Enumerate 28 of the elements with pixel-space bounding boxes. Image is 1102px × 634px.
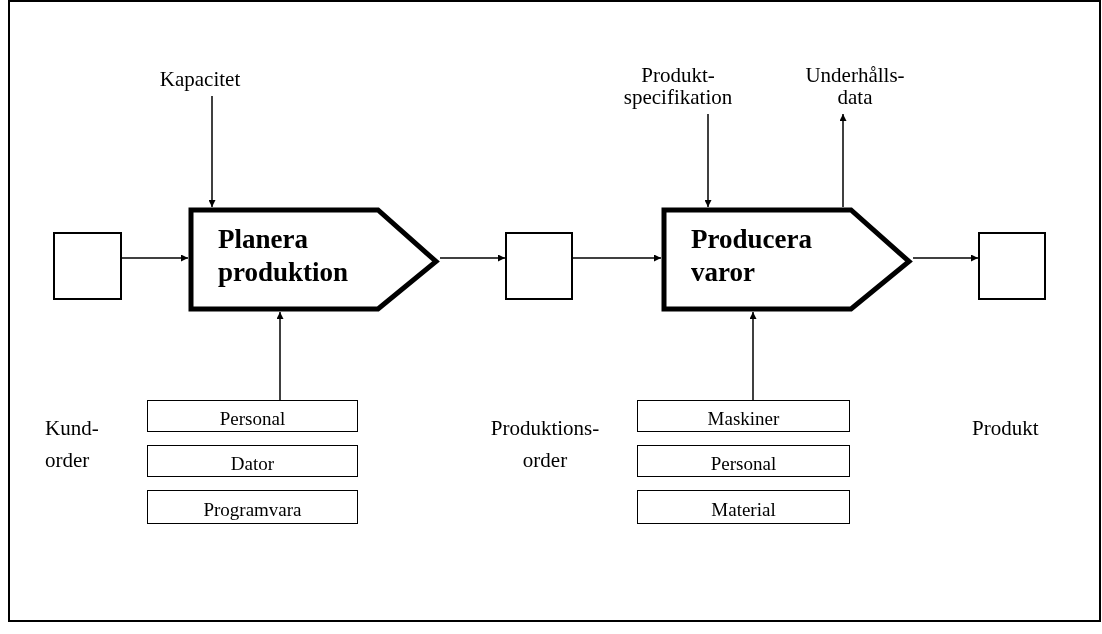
resource-box: Maskiner [637, 400, 850, 432]
resource-box: Personal [147, 400, 358, 432]
resource-box: Programvara [147, 490, 358, 524]
arrow [704, 113, 712, 208]
resource-box: Dator [147, 445, 358, 477]
data-square [505, 232, 573, 300]
input-label: Produkt- specifikation [622, 64, 734, 108]
arrow [439, 254, 506, 262]
process-label: Producera varor [691, 224, 812, 287]
process-pentagon [188, 207, 440, 312]
input-label: Kapacitet [159, 68, 241, 90]
input-label: Underhålls- data [804, 64, 906, 108]
data-caption: Kund- order [45, 415, 100, 474]
arrow [276, 311, 284, 401]
arrow [749, 311, 757, 401]
data-square [978, 232, 1046, 300]
resource-box: Material [637, 490, 850, 524]
data-caption: Produktions- order [489, 415, 601, 474]
process-pentagon [661, 207, 913, 312]
arrow [572, 254, 662, 262]
arrow [121, 254, 189, 262]
data-caption: Produkt [972, 415, 1040, 442]
arrow [839, 113, 847, 208]
resource-box: Personal [637, 445, 850, 477]
process-label: Planera produktion [218, 224, 349, 287]
arrow [208, 95, 216, 208]
data-square [53, 232, 122, 300]
arrow [912, 254, 979, 262]
